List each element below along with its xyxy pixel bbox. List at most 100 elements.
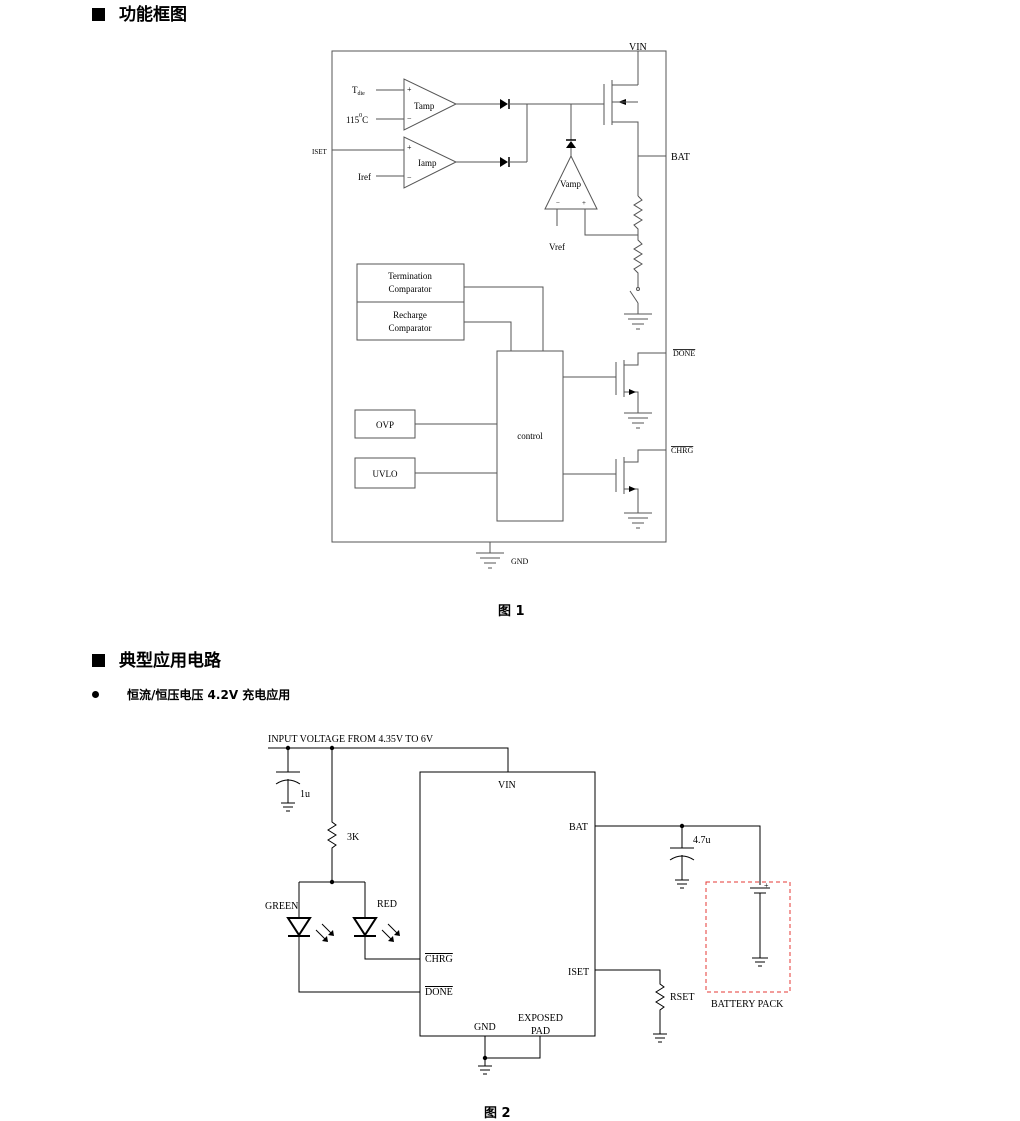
ground-icon (653, 1033, 667, 1043)
vamp-amplifier (544, 154, 598, 210)
vamp-feedback-wire (584, 209, 638, 236)
battery-plus: + (764, 881, 769, 890)
red-led-ray-head (388, 936, 394, 942)
termination-comparator (356, 263, 465, 303)
battery-pack-label: BATTERY PACK (711, 999, 784, 1010)
ground-icon (752, 957, 768, 967)
switch-blade (629, 290, 639, 304)
iset-label: ISET (312, 148, 328, 156)
tamp-diode-icon (500, 99, 508, 109)
divider-resistors (633, 195, 643, 288)
rset-label: RSET (670, 992, 694, 1003)
bat-label: BAT (671, 152, 690, 163)
recharge-comparator (356, 301, 465, 341)
pmos-drain (612, 121, 639, 196)
chrg-drain-wire (624, 449, 666, 463)
rset-resistor (595, 969, 665, 1034)
resistor-3k-label: 3K (347, 832, 360, 843)
chrg-label: CHRG (671, 446, 693, 455)
green-label: GREEN (265, 901, 298, 912)
bullet-dot-icon (92, 691, 99, 698)
bat-output-wire (595, 825, 761, 885)
cap-out-label: 4.7u (693, 835, 711, 846)
recharge-wire (464, 321, 512, 351)
tamp-label: Tamp (414, 101, 435, 111)
green-led-ray (321, 923, 333, 935)
control-label: control (517, 431, 543, 441)
iamp-diode-icon (500, 157, 508, 167)
green-led-ray-head (328, 930, 334, 936)
iamp-amplifier (403, 136, 458, 189)
square-bullet-icon (92, 654, 105, 667)
vamp-minus: − (556, 199, 560, 207)
gnd-label: GND (511, 557, 529, 566)
figure-1-caption: 图 1 (498, 604, 525, 619)
tamp-amplifier (403, 78, 458, 131)
ic-bat-label: BAT (569, 822, 588, 833)
heading-typical-circuit-text: 典型应用电路 (119, 651, 221, 671)
tamp-plus: + (407, 85, 412, 94)
green-led-ray-head (322, 936, 328, 942)
ic-chrg-label: CHRG (425, 954, 453, 965)
ground-icon (624, 412, 652, 429)
ic-done-label: DONE (425, 987, 453, 998)
ground-icon (675, 879, 689, 889)
iref-label: Iref (358, 172, 371, 182)
red-led-icon (352, 917, 378, 937)
charger-ic (419, 771, 596, 1037)
chrg-source-wire (624, 488, 639, 513)
iamp-plus: + (407, 143, 412, 152)
input-rail-wire (268, 747, 509, 772)
vin-label: VIN (629, 42, 647, 53)
heading-block-diagram-text: 功能框图 (119, 5, 187, 25)
ground-icon (476, 552, 504, 569)
ground-icon (281, 802, 295, 812)
exposed-label-2: PAD (531, 1026, 550, 1037)
square-bullet-icon (92, 8, 105, 21)
red-label: RED (377, 899, 397, 910)
ic-gnd-label: GND (474, 1022, 496, 1033)
done-nmos-arrow-icon (629, 389, 636, 395)
ic-iset-label: ISET (568, 967, 589, 978)
red-led-ray (387, 923, 399, 935)
exposed-label-1: EXPOSED (518, 1013, 563, 1024)
vamp-diode-icon (566, 141, 576, 148)
green-led-icon (286, 917, 312, 937)
chrg-wire (364, 936, 420, 960)
heading-typical-circuit: 典型应用电路 (92, 646, 221, 671)
ground-icon (478, 1065, 492, 1075)
cap-in-label: 1u (300, 789, 310, 800)
input-voltage-label: INPUT VOLTAGE FROM 4.35V TO 6V (268, 734, 434, 745)
red-led-ray (381, 929, 393, 941)
control-block (496, 350, 564, 522)
figure-2-caption: 图 2 (484, 1106, 511, 1121)
switch-contact (636, 287, 640, 291)
resistor-3k (327, 748, 337, 882)
vamp-plus: + (582, 199, 586, 207)
tamp-minus: − (407, 114, 412, 123)
temp-label: 1150C (346, 113, 368, 125)
chip-outline (331, 50, 667, 543)
done-wire (298, 936, 420, 993)
application-bullet-text: 恒流/恒压电压 4.2V 充电应用 (127, 688, 291, 702)
heading-block-diagram: 功能框图 (92, 0, 187, 25)
termination-label-2: Comparator (389, 284, 432, 294)
iamp-minus: − (407, 173, 412, 182)
termination-label-1: Termination (388, 271, 432, 281)
chrg-nmos-arrow-icon (629, 486, 636, 492)
ground-icon (624, 512, 652, 529)
vamp-label: Vamp (560, 179, 581, 189)
termination-wire (464, 286, 544, 351)
done-label: DONE (673, 349, 695, 358)
ground-icon (624, 313, 652, 330)
application-bullet: 恒流/恒压电压 4.2V 充电应用 (92, 686, 290, 703)
vref-label: Vref (549, 242, 565, 252)
tdie-label: Tdie (352, 85, 365, 97)
red-led-ray-head (394, 930, 400, 936)
green-led-ray (315, 929, 327, 941)
recharge-label-1: Recharge (393, 310, 427, 320)
uvlo-label: UVLO (373, 469, 398, 479)
ic-vin-label: VIN (498, 780, 516, 791)
battery-pack-outline (705, 881, 791, 993)
